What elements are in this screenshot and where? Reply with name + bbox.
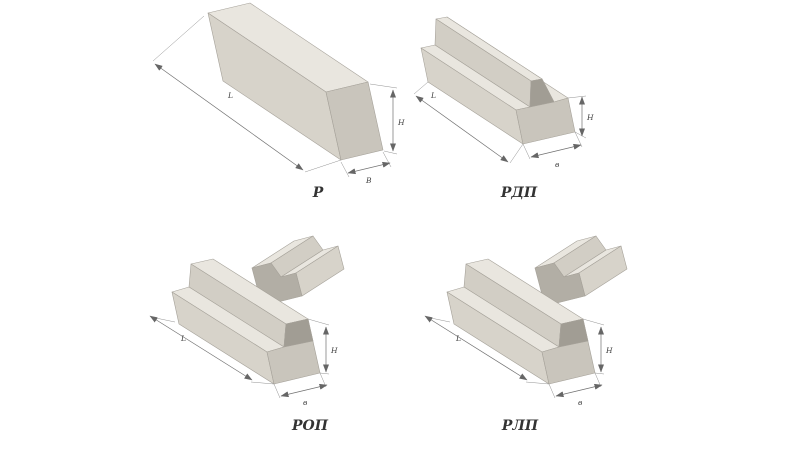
rlp-ext-line (594, 372, 602, 388)
rlp-ext-line (425, 316, 451, 323)
r-length-dimension-label: L (227, 91, 233, 100)
rdp-ext-line (522, 143, 531, 160)
figure-rlp: L H в РЛП (424, 235, 628, 434)
r-ext-line (369, 83, 398, 89)
rop-height-dimension-label: H (330, 346, 338, 355)
rlp-width-dimension-label: в (578, 398, 583, 407)
rop-ext-line (273, 383, 281, 399)
r-height-dimension-label: H (397, 118, 405, 127)
rdp-width-dimension-label: в (555, 160, 560, 169)
figure-rdp: L H в РДП (413, 16, 594, 201)
rop-ext-line (307, 318, 330, 326)
r-length-dimension-line (154, 63, 304, 171)
rdp-width-dimension-line (530, 143, 582, 159)
rdp-ext-line (574, 131, 583, 148)
rop-ext-line (319, 372, 330, 375)
rlp-height-dimension-label: H (605, 346, 613, 355)
rlp-length-dimension-line (424, 315, 528, 381)
rlp-length-dimension-label: L (455, 334, 461, 343)
rop-ext-line (319, 372, 327, 388)
rop-length-dimension-line (149, 315, 253, 381)
r-width-dimension-line (347, 161, 391, 175)
r-ext-line (340, 161, 350, 178)
figure-rop: L H в РОП (149, 235, 345, 434)
rop-ext-line (150, 316, 176, 323)
rlp-ext-line (594, 372, 605, 375)
r-ext-line (382, 151, 392, 168)
r-ext-line (304, 159, 342, 173)
rop-ext-line (250, 381, 275, 385)
rdp-ext-line (413, 81, 429, 95)
figure-rlp-label: РЛП (501, 418, 539, 434)
rdp-length-dimension-label: L (430, 91, 436, 100)
rlp-ext-line (582, 318, 605, 326)
rlp-width-dimension-line (555, 383, 603, 398)
figure-rdp-label: РДП (500, 185, 538, 201)
rdp-ext-line (509, 143, 524, 164)
rdp-height-dimension-label: H (586, 113, 594, 122)
rdp-length-dimension-line (415, 95, 509, 163)
rlp-ext-line (548, 383, 556, 399)
figure-r-label: Р (312, 185, 324, 201)
r-ext-line (152, 15, 205, 62)
rlp-ext-line (525, 381, 550, 385)
r-beam-end-face (325, 81, 384, 161)
rdp-rib-end-shadow (529, 78, 555, 108)
rdp-ext-line (567, 95, 587, 99)
figure-r: L H B Р (152, 2, 405, 201)
r-width-dimension-label: B (365, 176, 372, 185)
rop-width-dimension-label: в (303, 398, 308, 407)
rop-length-dimension-label: L (180, 334, 186, 343)
figure-rop-label: РОП (291, 418, 329, 434)
r-ext-line (383, 150, 398, 155)
rop-width-dimension-line (280, 383, 328, 398)
